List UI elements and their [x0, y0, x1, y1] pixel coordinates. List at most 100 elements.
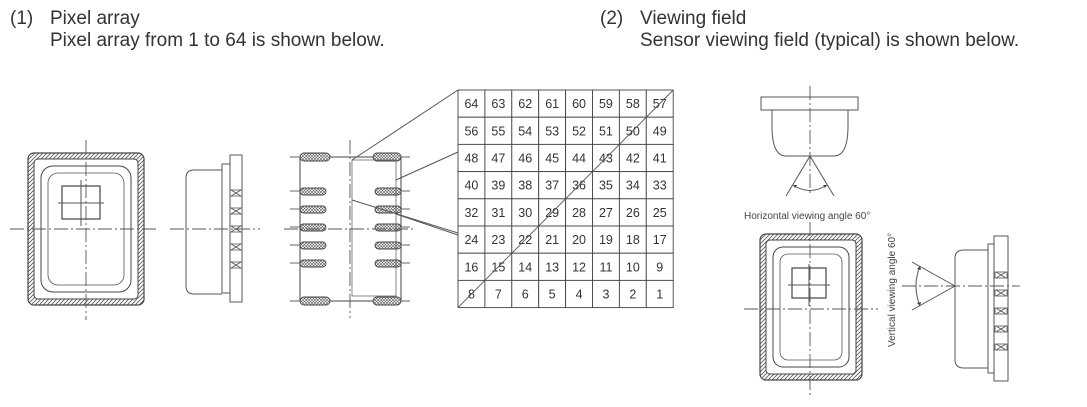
pixel-number: 21: [545, 233, 559, 247]
pixel-number: 17: [653, 233, 667, 247]
pixel-cell: [645, 171, 674, 200]
pixel-number: 37: [545, 179, 559, 193]
grid-diagonal-leader: [457, 89, 674, 308]
pixel-cell: [484, 89, 513, 118]
pixel-number: 32: [464, 206, 478, 220]
pixel-number: 42: [626, 152, 640, 166]
pixel-number: 56: [464, 124, 478, 138]
pixel-grid: 6463626160595857565554535251504948474645…: [457, 89, 674, 309]
pixel-cell: [484, 279, 513, 309]
pixel-cell: [457, 225, 486, 254]
pixel-number: 3: [602, 288, 609, 302]
pixel-number: 40: [464, 179, 478, 193]
pixel-number: 44: [572, 152, 586, 166]
sensor-side-view: [170, 154, 260, 303]
pixel-cell: [457, 89, 486, 118]
pixel-number: 35: [599, 179, 613, 193]
pixel-cell: [618, 198, 647, 227]
pixel-number: 33: [653, 179, 667, 193]
pixel-number: 62: [518, 97, 532, 111]
pixel-number: 49: [653, 124, 667, 138]
section-2-title: Viewing field: [640, 8, 747, 29]
pixel-cell: [565, 279, 593, 309]
section-1-title: Pixel array: [50, 8, 140, 29]
sensor-pin-view: [284, 140, 416, 318]
pixel-number: 28: [572, 206, 586, 220]
pixel-cell: [538, 116, 567, 145]
pixel-number: 52: [572, 124, 586, 138]
pixel-number: 25: [653, 206, 667, 220]
pixel-cell: [618, 225, 647, 254]
pixel-number: 18: [626, 233, 640, 247]
section-2-number: (2): [600, 8, 624, 29]
vertical-angle-label: Vertical viewing angle 60°: [887, 233, 898, 347]
pixel-number: 5: [549, 288, 556, 302]
viewing-field-front-view: [744, 222, 878, 398]
pixel-number: 1: [656, 288, 663, 302]
pixel-number: 19: [599, 233, 613, 247]
pixel-cell: [457, 252, 486, 281]
pixel-cell: [538, 143, 567, 173]
pixel-number: 53: [545, 124, 559, 138]
pixel-cell: [511, 198, 540, 227]
horizontal-angle-label: Horizontal viewing angle 60°: [744, 211, 870, 222]
pixel-cell: [457, 143, 486, 173]
pixel-number: 47: [491, 152, 505, 166]
pixel-cell: [618, 143, 647, 173]
pixel-number: 38: [518, 179, 532, 193]
pixel-cell: [538, 89, 567, 118]
section-2-subtitle: Sensor viewing field (typical) is shown …: [640, 30, 1020, 51]
pixel-cell: [618, 252, 647, 281]
pixel-number: 6: [522, 288, 529, 302]
pixel-number: 4: [576, 288, 583, 302]
pixel-number: 30: [518, 206, 532, 220]
pixel-number: 26: [626, 206, 640, 220]
pixel-cell: [592, 171, 620, 200]
pixel-number: 61: [545, 97, 559, 111]
pixel-cell: [484, 225, 513, 254]
pixel-number: 48: [464, 152, 478, 166]
pixel-cell: [645, 279, 674, 309]
pixel-number: 24: [464, 233, 478, 247]
pixel-cell: [645, 143, 674, 173]
pixel-cell: [457, 198, 486, 227]
pixel-cell: [565, 198, 593, 227]
pixel-number: 14: [518, 260, 532, 274]
pixel-number: 55: [491, 124, 505, 138]
sensor-front-view: [10, 140, 158, 320]
pixel-number: 45: [545, 152, 559, 166]
pixel-number: 7: [495, 288, 502, 302]
pixel-cell: [511, 171, 540, 200]
pixel-number: 23: [491, 233, 505, 247]
section-1-subtitle: Pixel array from 1 to 64 is shown below.: [50, 30, 385, 51]
pixel-number: 63: [491, 97, 505, 111]
pixel-cell: [592, 279, 620, 309]
section-1-header: (1)Pixel array Pixel array from 1 to 64 …: [10, 8, 385, 52]
pixel-cell: [645, 252, 674, 281]
pixel-cell: [538, 225, 567, 254]
pixel-number: 39: [491, 179, 505, 193]
pixel-number: 41: [653, 152, 667, 166]
pixel-number: 59: [599, 97, 613, 111]
pixel-number: 13: [545, 260, 559, 274]
pixel-number: 2: [629, 288, 636, 302]
pixel-number: 11: [599, 260, 612, 274]
pixel-number: 60: [572, 97, 586, 111]
pixel-cell: [645, 116, 674, 145]
pixel-number: 27: [599, 206, 613, 220]
pixel-number: 34: [626, 179, 640, 193]
pixel-number: 64: [464, 97, 478, 111]
pixel-cell: [645, 198, 674, 227]
section-2-header: (2) Viewing field Sensor viewing field (t…: [600, 8, 1019, 52]
pixel-cell: [592, 116, 620, 145]
pixel-number: 20: [572, 233, 586, 247]
pixel-number: 16: [464, 260, 478, 274]
pixel-number: 10: [626, 260, 640, 274]
pixel-number: 51: [599, 124, 613, 138]
pixel-number: 9: [656, 260, 663, 274]
pixel-cell: [592, 198, 620, 227]
pixel-cell: [592, 252, 620, 281]
viewing-field-side-view: Vertical viewing angle 60°: [887, 233, 1020, 382]
pixel-number: 46: [518, 152, 532, 166]
